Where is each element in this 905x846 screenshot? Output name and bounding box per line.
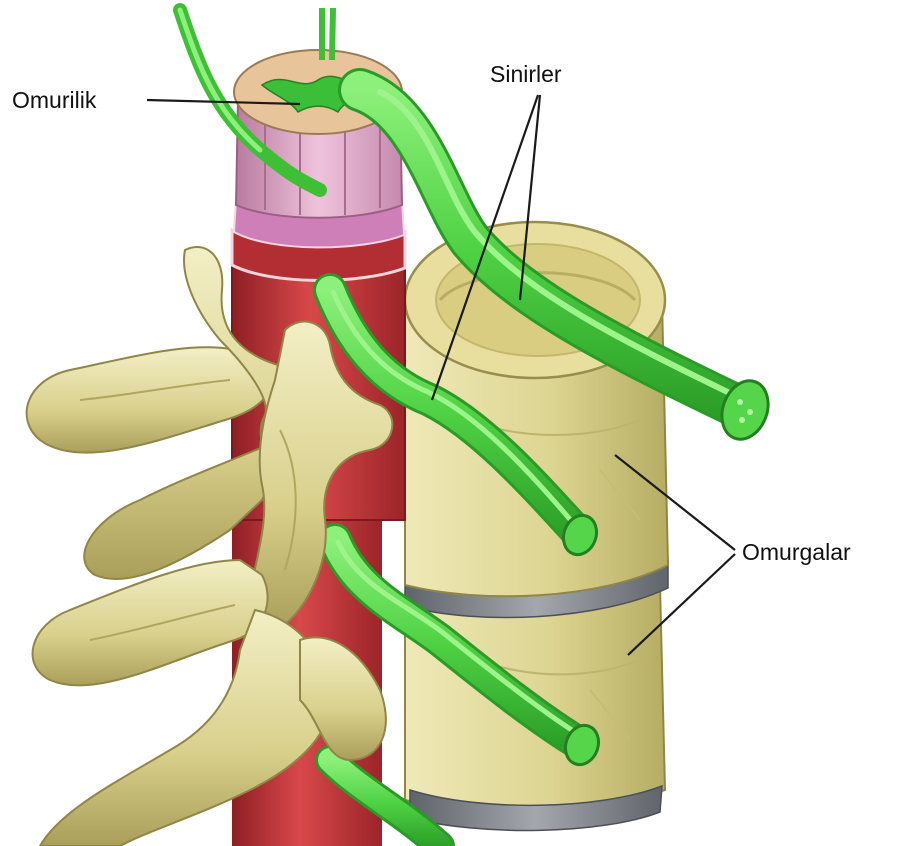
- label-spinal-cord: Omurilik: [12, 87, 97, 113]
- label-nerves: Sinirler: [490, 61, 562, 87]
- label-vertebrae: Omurgalar: [742, 539, 851, 565]
